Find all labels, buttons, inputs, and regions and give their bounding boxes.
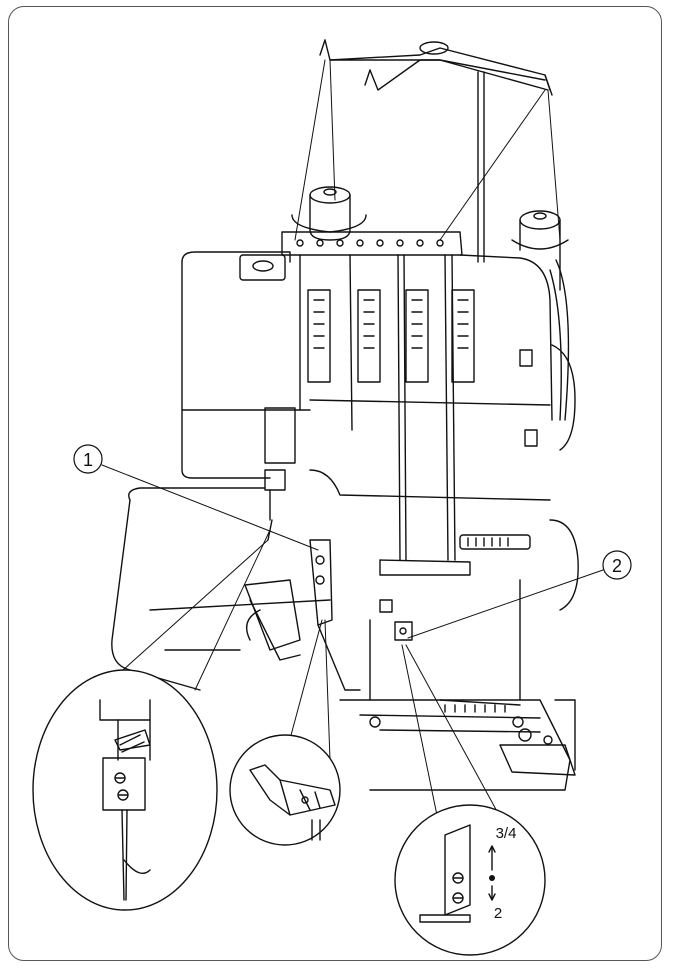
thread-stand <box>319 39 553 263</box>
inset-mark-lower: 2 <box>494 905 502 922</box>
inset-mark-upper: 3/4 <box>496 825 517 842</box>
callout-2 <box>407 550 632 639</box>
presser-foot-assembly <box>244 539 413 691</box>
stitch-width-inset <box>394 804 546 956</box>
threads <box>294 59 561 241</box>
machine-upper-body <box>181 251 576 479</box>
callout-1-label: 1 <box>83 450 93 470</box>
callout-2-label: 2 <box>612 556 622 576</box>
machine-lower-body <box>111 469 579 791</box>
needle-inset <box>32 669 218 911</box>
callout-1 <box>73 444 319 551</box>
needle-bar <box>264 407 296 541</box>
right-spool <box>511 210 570 421</box>
thread-guide-plate <box>281 231 463 256</box>
figure-frame <box>8 6 662 961</box>
tension-dials <box>299 254 475 561</box>
presser-foot-inset <box>229 734 341 846</box>
